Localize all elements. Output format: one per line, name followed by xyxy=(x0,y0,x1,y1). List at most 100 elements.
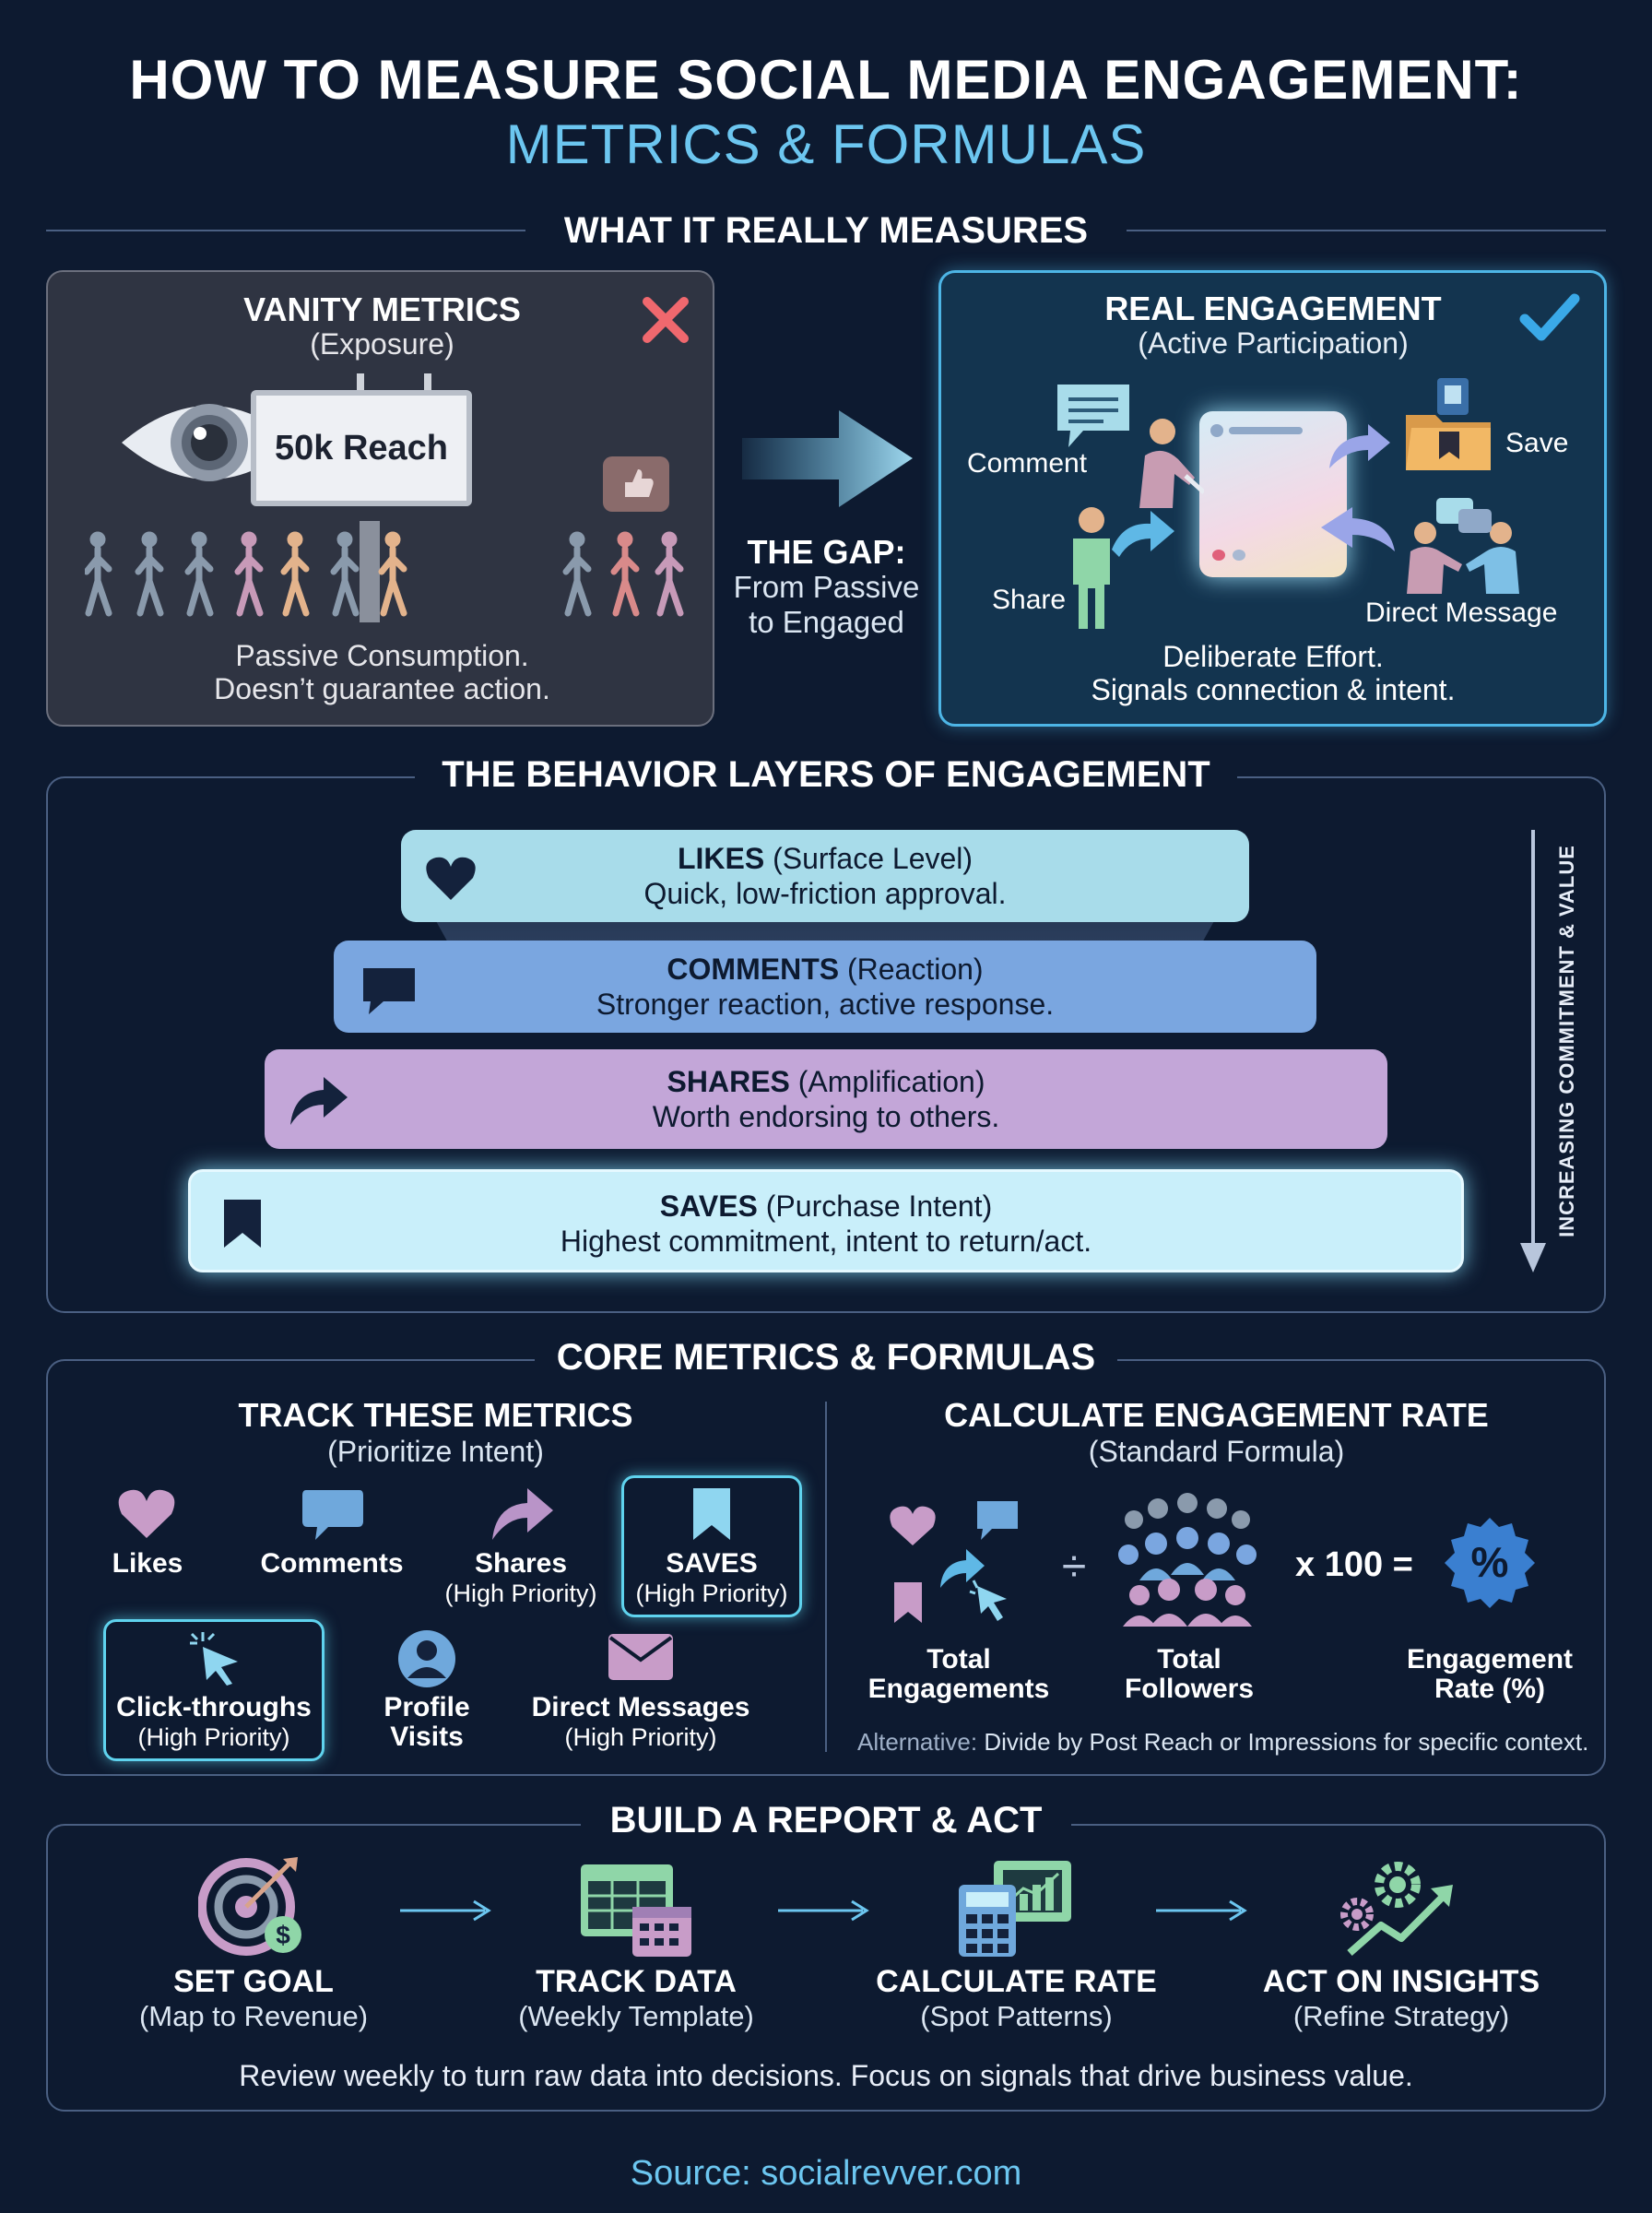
share-person-icon xyxy=(1073,507,1174,629)
save-folder-icon xyxy=(1406,378,1491,470)
bookmark-icon xyxy=(224,1200,261,1248)
axis-label: INCREASING COMMITMENT & VALUE xyxy=(1555,845,1578,1237)
heading-mask xyxy=(581,1804,1071,1844)
track-title: TRACK THESE METRICS xyxy=(238,1396,633,1434)
writer-person-icon xyxy=(1139,419,1204,508)
engagements-cluster-icon xyxy=(890,1501,1018,1623)
metric-comments: Comments xyxy=(260,1548,404,1579)
step-arrow-icon xyxy=(778,1899,869,1922)
x-mark-icon xyxy=(643,297,689,343)
calc-title: CALCULATE ENGAGEMENT RATE xyxy=(944,1396,1489,1434)
step-track-data: TRACK DATA(Weekly Template) xyxy=(479,1964,793,2034)
layer-comments: COMMENTS (Reaction) Stronger reaction, a… xyxy=(334,941,1316,1033)
cursor-click-icon xyxy=(190,1632,238,1686)
step-3-title: CALCULATE RATE xyxy=(876,1964,1157,1999)
percent-sign: % xyxy=(1471,1538,1509,1586)
metric-profile-label-2: Visits xyxy=(390,1722,464,1752)
vanity-caption-1: Passive Consumption. xyxy=(235,639,529,672)
shares-arrow-icon xyxy=(492,1488,553,1540)
save-label: Save xyxy=(1505,428,1569,458)
metric-shares-sub: (High Priority) xyxy=(444,1580,597,1607)
divide-sign: ÷ xyxy=(1061,1543,1087,1592)
comment-label: Comment xyxy=(967,448,1088,479)
step-1-sub: (Map to Revenue) xyxy=(138,2000,369,2032)
page-title: HOW TO MEASURE SOCIAL MEDIA ENGAGEMENT: xyxy=(129,49,1523,111)
step-arrow-icon xyxy=(1156,1899,1247,1922)
section-heading-report: BUILD A REPORT & ACT xyxy=(609,1800,1043,1840)
spreadsheet-calendar-icon xyxy=(581,1864,691,1957)
crowd-icon xyxy=(85,530,693,622)
step-3-sub: (Spot Patterns) xyxy=(920,2000,1113,2032)
dm-label: Direct Message xyxy=(1365,598,1558,628)
rate-label-1: Engagement xyxy=(1406,1644,1574,1675)
metric-saves-label: SAVES xyxy=(666,1548,758,1579)
vanity-caption-2: Doesn’t guarantee action. xyxy=(214,672,550,705)
clicks-highlight xyxy=(103,1619,324,1761)
dm-arrow-icon xyxy=(1321,507,1395,551)
gap-line-2: to Engaged xyxy=(749,605,904,639)
metric-dm-sub: (High Priority) xyxy=(564,1723,717,1751)
down-arrow-icon xyxy=(1520,830,1546,1272)
step-calculate-rate: CALCULATE RATE(Spot Patterns) xyxy=(857,1964,1175,2034)
layer-shares-name: SHARES xyxy=(667,1065,790,1098)
metric-clicks-sub: (High Priority) xyxy=(137,1723,290,1751)
eng-label-2: Engagements xyxy=(867,1674,1050,1704)
layer-saves-tag: (Purchase Intent) xyxy=(765,1189,993,1223)
source-link[interactable]: Source: socialrevver.com xyxy=(630,2154,1022,2193)
real-subtitle: (Active Participation) xyxy=(1138,326,1409,360)
heart-icon xyxy=(426,857,476,900)
layer-likes: LIKES (Surface Level) Quick, low-frictio… xyxy=(401,830,1249,922)
alt-label: Alternative: xyxy=(857,1728,978,1756)
multiply-equals: x 100 = xyxy=(1295,1545,1413,1584)
comment-icon xyxy=(363,968,415,1014)
real-title: REAL ENGAGEMENT xyxy=(1104,290,1442,327)
rate-label-2: Rate (%) xyxy=(1434,1674,1545,1704)
gears-growth-icon xyxy=(1340,1862,1453,1956)
followers-crowd-icon xyxy=(1118,1493,1257,1627)
layer-shares-desc: Worth endorsing to others. xyxy=(652,1100,1000,1133)
gap-line-1: From Passive xyxy=(733,570,920,604)
layer-shares-tag: (Amplification) xyxy=(797,1065,985,1098)
billboard-post xyxy=(360,521,380,622)
step-act-on-insights: ACT ON INSIGHTS(Refine Strategy) xyxy=(1235,1964,1567,2034)
page-subtitle: METRICS & FORMULAS xyxy=(505,113,1147,175)
section-heading-measures: WHAT IT REALLY MEASURES xyxy=(563,210,1089,251)
section-heading-core: CORE METRICS & FORMULAS xyxy=(556,1337,1096,1378)
heading-mask xyxy=(535,1339,1117,1379)
metric-shares-label: Shares xyxy=(474,1548,568,1579)
real-caption-1: Deliberate Effort. xyxy=(1162,640,1384,673)
fol-label-1: Total xyxy=(1157,1644,1221,1675)
calculator-chart-icon xyxy=(959,1861,1071,1957)
share-arrow-icon xyxy=(290,1077,348,1125)
percent-badge-icon: % xyxy=(1445,1518,1535,1608)
metric-saves-sub: (High Priority) xyxy=(635,1580,788,1607)
layer-shares: SHARES (Amplification) Worth endorsing t… xyxy=(265,1049,1387,1149)
step-2-sub: (Weekly Template) xyxy=(518,2000,754,2032)
alt-text: Divide by Post Reach or Impressions for … xyxy=(984,1728,1589,1756)
saves-highlight xyxy=(621,1475,802,1617)
step-set-goal: SET GOAL(Map to Revenue) xyxy=(101,1964,406,2034)
eng-label-1: Total xyxy=(926,1644,991,1675)
divider xyxy=(1127,230,1606,231)
real-caption-2: Signals connection & intent. xyxy=(1091,673,1456,706)
gap-arrow-icon xyxy=(742,410,913,507)
layer-likes-desc: Quick, low-friction approval. xyxy=(643,877,1007,910)
step-4-sub: (Refine Strategy) xyxy=(1292,2000,1510,2032)
gap-title: THE GAP: xyxy=(747,533,906,571)
vanity-title: VANITY METRICS xyxy=(243,290,521,328)
likes-heart-icon xyxy=(118,1489,175,1538)
step-4-title: ACT ON INSIGHTS xyxy=(1262,1964,1540,1999)
real-engagement-card: REAL ENGAGEMENT (Active Participation) C… xyxy=(938,270,1607,727)
metric-clicks-label: Click-throughs xyxy=(116,1692,312,1722)
calc-subtitle: (Standard Formula) xyxy=(1088,1435,1345,1468)
billboard-light xyxy=(424,373,431,392)
divider xyxy=(825,1402,827,1752)
track-subtitle: (Prioritize Intent) xyxy=(327,1435,544,1468)
share-label: Share xyxy=(992,585,1067,615)
check-icon xyxy=(1519,293,1580,341)
metric-saves: SAVES(High Priority) xyxy=(621,1549,802,1608)
envelope-icon xyxy=(608,1634,673,1680)
